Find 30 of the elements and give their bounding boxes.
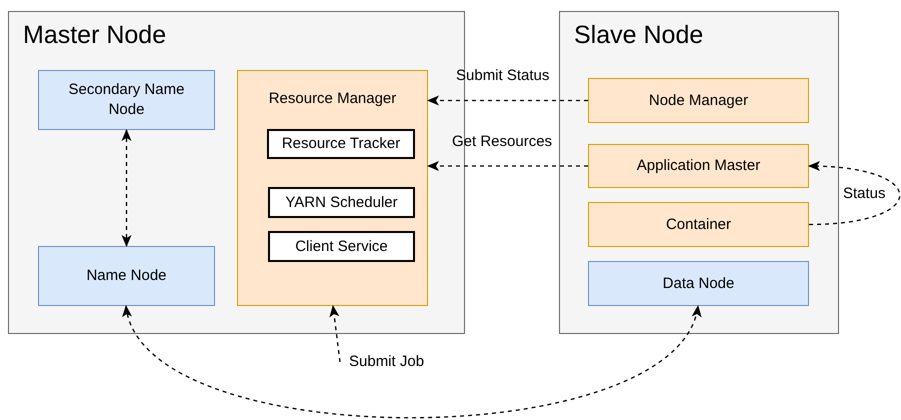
process-box — [588, 78, 809, 123]
node-label: Name Node — [86, 266, 167, 286]
group-panel — [559, 11, 839, 334]
group-title: Master Node — [23, 20, 166, 50]
process-box — [38, 246, 215, 306]
process-box — [588, 202, 809, 247]
node-label: Resource Manager — [268, 89, 398, 109]
dashed-arrow — [329, 305, 341, 362]
dashed-arrow — [125, 305, 699, 418]
node-label: Node Manager — [648, 90, 748, 110]
process-box — [588, 144, 809, 188]
group-title: Slave Node — [574, 20, 704, 50]
node-label: Container — [666, 214, 732, 234]
node-label: Client Service — [295, 236, 388, 256]
process-box — [268, 231, 415, 262]
node-label: Application Master — [636, 156, 760, 176]
dashed-arrow — [808, 161, 900, 226]
edge-label: Submit Job — [349, 353, 424, 371]
dashed-arrow — [427, 96, 588, 106]
node-label: Secondary Name Node — [68, 80, 186, 120]
process-box — [267, 129, 415, 159]
process-box — [38, 70, 215, 130]
dashed-arrow — [122, 129, 132, 247]
node-label: Data Node — [662, 274, 734, 294]
process-box — [268, 187, 415, 218]
process-box — [237, 70, 428, 306]
node-label: YARN Scheduler — [285, 192, 398, 212]
process-box — [588, 261, 809, 306]
dashed-arrow — [427, 161, 588, 171]
node-label: Resource Tracker — [282, 134, 400, 154]
